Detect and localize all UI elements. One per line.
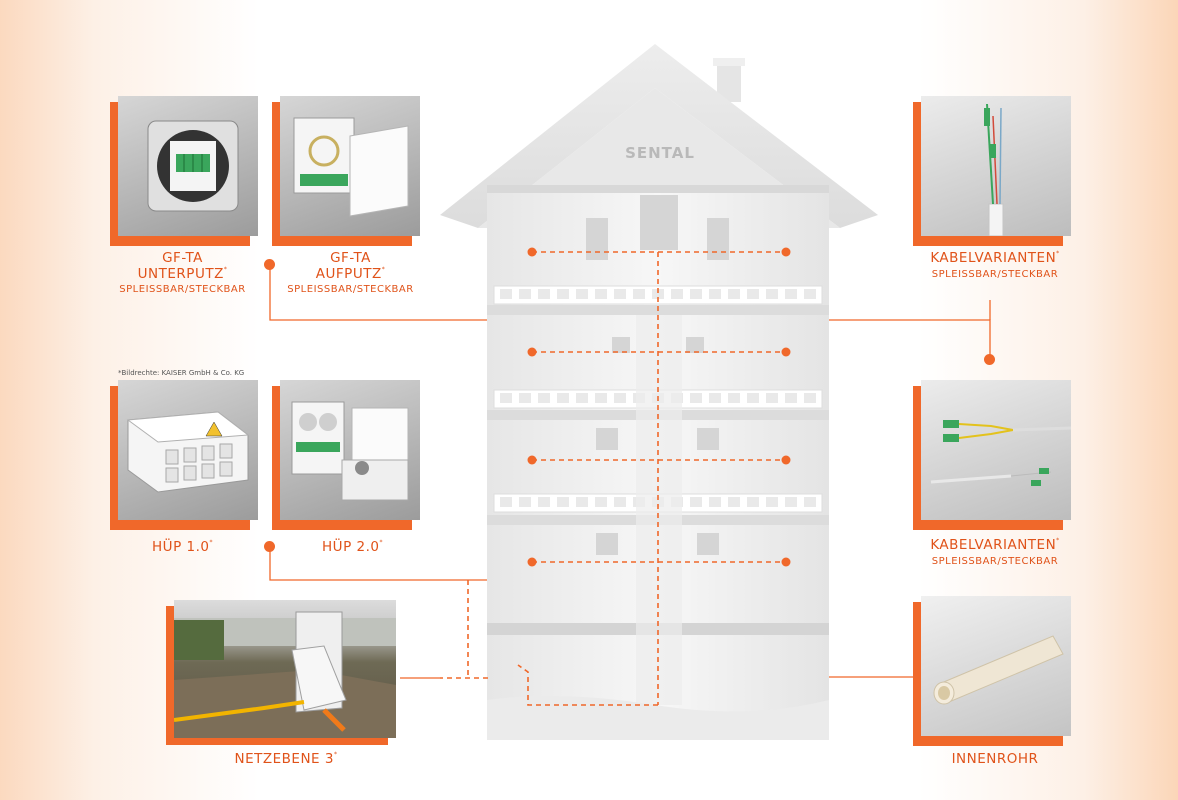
balcony-rail-slot [519,497,531,507]
fiber-cable-icon [984,103,1004,236]
balcony-rail-slot [709,497,721,507]
floor-connection-dots [527,247,791,567]
kabel-marker-dot [984,354,995,365]
balcony-rail-slot [595,497,607,507]
balcony-rail-slot [709,393,721,403]
surface-box-icon [293,117,409,217]
balcony-rail-slot [576,393,588,403]
label-netzebene-3: NETZEBENE 3* [234,751,338,767]
card-hup-2 [272,380,422,530]
image-credit: *Bildrechte: KAISER GmbH & Co. KG [118,369,245,377]
conduit-tube-icon [933,635,1064,705]
card-kabelvarianten-2 [913,380,1073,530]
balcony-rail-slot [785,289,797,299]
fiber-cable-icon [930,420,1071,486]
balcony-rail-slot [728,497,740,507]
balcony-rail-slot [500,393,512,403]
building-entry-box-icon [291,401,409,501]
balcony-rail-slot [804,497,816,507]
balcony-rail-slot [538,289,550,299]
balcony-rail-slot [500,497,512,507]
card-innenrohr [913,596,1073,746]
balcony-rail-slot [614,393,626,403]
balcony-rail-slot [804,393,816,403]
balcony-rail-slot [557,289,569,299]
building-entry-box-icon [126,411,250,493]
card-netzebene-3 [166,600,398,745]
gfta-marker-dot [264,259,275,270]
balcony-rail-slot [709,289,721,299]
roof [440,44,878,228]
label-kabelvarianten-1: KABELVARIANTEN* SPLEISSBAR/STECKBAR [930,250,1060,280]
balcony-rail-slot [633,289,645,299]
balcony-rail-slot [804,289,816,299]
connector-lines [269,265,991,679]
balcony-rail-slot [557,393,569,403]
card-gfta-aufputz [272,96,422,246]
fiber-riser-lines [440,251,786,706]
wall-socket-icon [147,120,239,212]
balcony-rail-slot [557,497,569,507]
balcony-rail-slot [519,289,531,299]
label-hup-1: HÜP 1.0* [152,539,213,555]
card-gfta-unterputz [110,96,260,246]
balcony-rail-slot [747,289,759,299]
balcony-rail-slot [576,497,588,507]
balcony-rail-slot [766,393,778,403]
balcony-rail-slot [576,289,588,299]
balcony-rail-slot [671,289,683,299]
balcony-rail-slot [785,393,797,403]
card-kabelvarianten-1 [913,96,1073,246]
balcony-rail-slot [766,497,778,507]
brand-text: SENTAL [625,144,695,162]
label-gfta-unterputz: GF-TA UNTERPUTZ* SPLEISSBAR/STECKBAR [119,250,246,296]
balcony-rail-slot [766,289,778,299]
label-innenrohr: INNENROHR [951,751,1039,767]
balcony-rail-slot [614,497,626,507]
balcony-rail-slot [538,497,550,507]
balcony-rail-slot [690,497,702,507]
label-gfta-aufputz: GF-TA AUFPUTZ* SPLEISSBAR/STECKBAR [287,250,414,296]
street-cabinet-icon [174,611,396,738]
balcony-rail-slot [519,393,531,403]
balcony-rail-slot [690,393,702,403]
balcony-rail-slot [785,497,797,507]
card-hup-1 [110,380,260,530]
balcony-rail-slot [538,393,550,403]
balcony-rail-slot [652,289,664,299]
label-kabelvarianten-2: KABELVARIANTEN* SPLEISSBAR/STECKBAR [930,537,1060,567]
balcony-rail-slot [595,289,607,299]
balcony-rail-slot [728,393,740,403]
hup-marker-dot [264,541,275,552]
balcony-rail-slot [728,289,740,299]
balcony-rail-slot [595,393,607,403]
balcony-rail-slot [747,393,759,403]
balcony-rail-slot [614,289,626,299]
label-hup-2: HÜP 2.0* [322,539,383,555]
balcony-rail-slot [690,289,702,299]
balcony-rail-slot [500,289,512,299]
balcony-rail-slot [747,497,759,507]
